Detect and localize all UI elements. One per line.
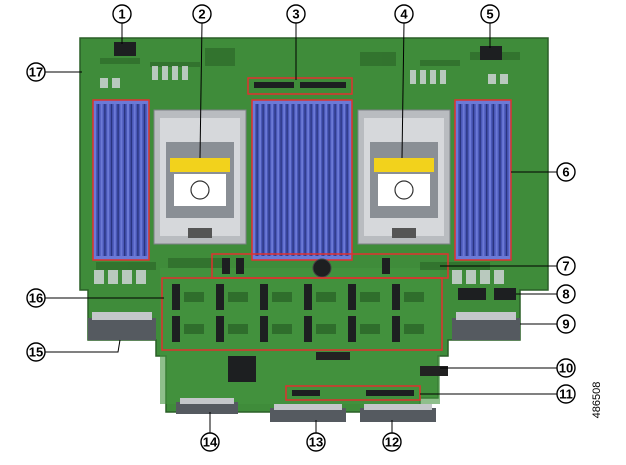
callout-circle — [556, 384, 576, 404]
callout-circle — [200, 432, 220, 452]
callout-circle — [112, 4, 132, 24]
callout-circle — [556, 256, 576, 276]
callout-leaders — [45, 22, 557, 433]
cpu-socket-1 — [153, 109, 247, 245]
callout-number: 10 — [559, 361, 573, 376]
callout-circle — [286, 4, 306, 24]
callout-number: 11 — [559, 387, 573, 402]
callout-circle — [556, 358, 576, 378]
bottom-riser-connector — [285, 385, 421, 401]
callout-number: 12 — [385, 435, 399, 450]
pcie-connector-grid — [161, 277, 443, 351]
dimm-bank-left — [92, 99, 150, 261]
callout-circle — [556, 284, 576, 304]
callout-number: 16 — [29, 291, 43, 306]
callout-number: 4 — [400, 7, 408, 22]
dimm-bank-center — [251, 99, 353, 261]
callout-circle — [382, 432, 402, 452]
callout-number: 9 — [562, 317, 569, 332]
top-connector-right — [480, 46, 502, 60]
dimm-bank-right — [454, 99, 512, 261]
callout-number: 3 — [292, 7, 299, 22]
pcie-slot — [392, 316, 400, 342]
bottom-edge-connectors — [176, 398, 436, 422]
top-riser-connector — [247, 77, 353, 95]
callout-number: 14 — [203, 435, 218, 450]
callout-number: 2 — [198, 7, 205, 22]
callout-circle — [26, 62, 46, 82]
callout-number: 8 — [562, 287, 569, 302]
right-small-connector — [458, 288, 516, 300]
callout-circle — [26, 288, 46, 308]
pcie-slot — [172, 316, 180, 342]
callout-leader — [199, 22, 203, 159]
bmc-chip — [228, 356, 256, 382]
figure-id: 486508 — [591, 381, 603, 419]
callout-leader — [401, 22, 405, 159]
pcie-slot — [172, 284, 180, 310]
pcie-slot — [348, 316, 356, 342]
pcie-slot — [260, 284, 268, 310]
pcie-slot — [304, 284, 312, 310]
right-edge-connector — [452, 312, 520, 340]
callout-circle — [26, 342, 46, 362]
pcie-slot — [216, 316, 224, 342]
pcie-slot — [260, 316, 268, 342]
callout-leader — [45, 339, 121, 353]
callout-circle — [556, 314, 576, 334]
callout-number: 6 — [562, 165, 569, 180]
cpu-socket-2 — [357, 109, 451, 245]
callout-number: 13 — [309, 435, 323, 450]
callout-number: 5 — [486, 7, 493, 22]
pcie-slot — [216, 284, 224, 310]
callout-number: 1 — [118, 7, 125, 22]
callout-circle — [394, 4, 414, 24]
top-connector-left — [114, 42, 136, 56]
callout-circle — [192, 4, 212, 24]
callout-circle — [306, 432, 326, 452]
pcie-slot — [304, 316, 312, 342]
callout-circle — [480, 4, 500, 24]
left-edge-connector — [88, 312, 156, 340]
callout-number: 15 — [29, 345, 43, 360]
rtc-battery — [312, 258, 332, 278]
pcie-slot — [348, 284, 356, 310]
callout-number: 7 — [562, 259, 569, 274]
callout-number: 17 — [29, 65, 43, 80]
callout-circle — [556, 162, 576, 182]
pcie-slot — [392, 284, 400, 310]
